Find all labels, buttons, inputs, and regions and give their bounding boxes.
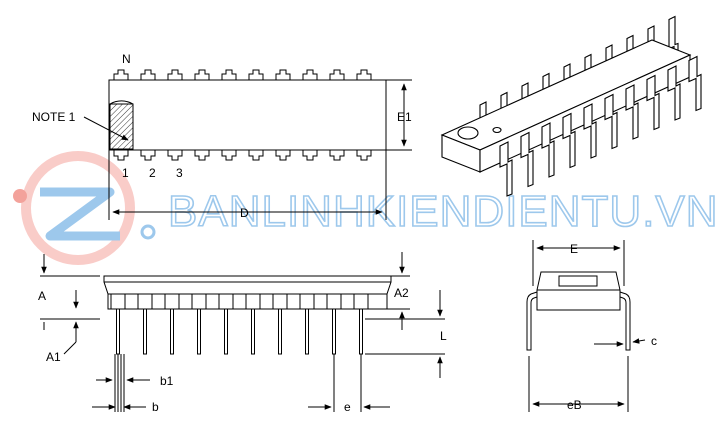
iso-front-legs [499, 55, 702, 197]
top-upper-pin [167, 69, 183, 80]
watermark: BANLINHKIENDIENTU.VN [13, 151, 718, 265]
iso-front-leg [625, 84, 639, 140]
top-upper-pin [356, 69, 372, 80]
side-left-leg [526, 291, 538, 351]
front-pin-shoulder [164, 294, 180, 310]
top-lower-pin [140, 150, 156, 161]
label-a2: A2 [394, 286, 409, 300]
front-pin-lead [278, 308, 282, 355]
front-pin-lead [170, 308, 174, 355]
top-lower-pin [329, 150, 345, 161]
iso-front-leg [541, 122, 555, 178]
front-pin-lead [359, 308, 363, 355]
front-pin-lead [197, 308, 201, 355]
label-a: A [38, 289, 46, 303]
label-e-side: E [570, 242, 578, 256]
label-eb: eB [567, 398, 582, 412]
front-pin-shoulder [353, 294, 369, 310]
top-upper-pin [194, 69, 210, 80]
front-pin-shoulder [326, 294, 342, 310]
iso-pin1-dot [492, 126, 502, 134]
top-body-outline [108, 79, 387, 151]
front-pin-lead [332, 308, 336, 355]
front-view [40, 252, 445, 412]
front-pin-shoulder [137, 294, 153, 310]
iso-front-leg [604, 93, 618, 150]
front-pin-shoulder [299, 294, 315, 310]
pin1-notch [109, 100, 134, 105]
top-lower-pin [167, 150, 183, 161]
iso-front-leg [646, 74, 660, 131]
top-lower-pin [356, 150, 372, 161]
iso-front-leg [583, 103, 597, 159]
label-d: D [240, 206, 249, 220]
top-upper-pin [248, 69, 264, 80]
iso-front-leg [667, 65, 681, 121]
top-lower-pin [302, 150, 318, 161]
c-dimension [632, 338, 646, 344]
label-e: e [344, 400, 351, 414]
front-body-outline [103, 275, 392, 310]
top-upper-pin [221, 69, 237, 80]
front-pin-lead [251, 308, 255, 355]
top-upper-pin [302, 69, 318, 80]
front-pin-shoulder [245, 294, 261, 310]
side-view [526, 240, 646, 412]
front-pin-shoulder [110, 294, 126, 310]
front-pin-lead [143, 308, 147, 355]
top-lower-pin [221, 150, 237, 161]
top-pins-lower [113, 150, 372, 161]
top-upper-pin [113, 69, 129, 80]
note1-leader [83, 116, 129, 141]
top-lower-pin [248, 150, 264, 161]
front-pin-shoulder [191, 294, 207, 310]
front-pin-lead [116, 308, 120, 355]
side-right-leg [619, 291, 631, 351]
iso-front-leg [688, 55, 702, 112]
front-pin-lead [224, 308, 228, 355]
top-lower-pin [113, 150, 129, 161]
iso-pin1-notch [457, 126, 479, 140]
top-view [83, 69, 412, 220]
front-pin-lead [305, 308, 309, 355]
front-pin-shoulder [272, 294, 288, 310]
top-upper-pin [275, 69, 291, 80]
front-pin-shoulder [218, 294, 234, 310]
side-body-top-mark [558, 275, 598, 287]
top-lower-pin [275, 150, 291, 161]
side-body-outline [536, 271, 621, 311]
label-n: N [122, 52, 131, 66]
label-a1: A1 [46, 350, 61, 364]
top-pins-upper [113, 69, 372, 80]
z-logo-icon [13, 151, 156, 265]
label-e1: E1 [397, 110, 412, 124]
top-upper-pin [140, 69, 156, 80]
label-l: L [440, 329, 447, 343]
top-upper-pin [329, 69, 345, 80]
pin1-index-hatch [109, 103, 134, 150]
label-b: b [152, 400, 159, 414]
top-lower-pin [194, 150, 210, 161]
label-b1: b1 [160, 374, 174, 388]
isometric-view [440, 15, 702, 197]
label-pin3: 3 [176, 166, 183, 180]
label-c: c [651, 334, 657, 348]
iso-front-leg [520, 131, 534, 188]
front-pins [110, 294, 369, 355]
label-note1: NOTE 1 [32, 110, 76, 124]
iso-front-leg [499, 141, 513, 197]
label-pin2: 2 [149, 166, 156, 180]
label-pin1: 1 [122, 166, 129, 180]
iso-front-leg [562, 112, 576, 169]
